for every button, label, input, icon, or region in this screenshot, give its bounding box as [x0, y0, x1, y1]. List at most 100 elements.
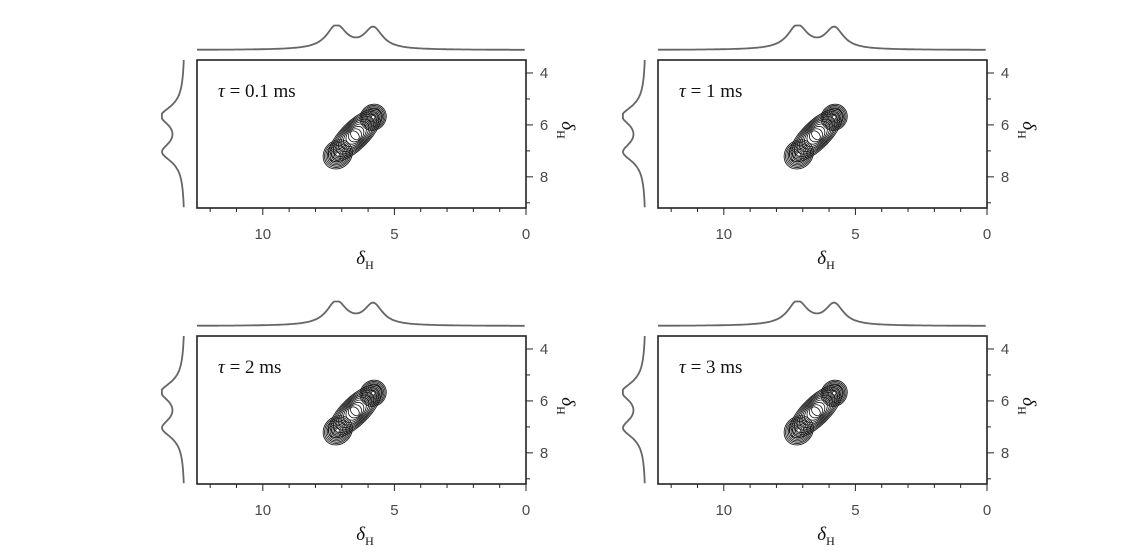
contour-lobe	[332, 425, 343, 436]
top-projection	[197, 24, 525, 51]
contour-lobe	[335, 151, 341, 157]
contour-lobe	[820, 103, 848, 131]
contour-lobe	[362, 106, 385, 129]
y-tick-label: 4	[540, 65, 548, 82]
contour-lobe	[368, 388, 378, 399]
contour-lobe	[831, 391, 837, 396]
contour-ridge	[350, 130, 360, 141]
contour-ridge	[350, 406, 360, 417]
contour-lobe	[367, 387, 380, 400]
contour-lobe	[831, 115, 837, 120]
contour-lobe	[365, 110, 381, 125]
contour-ridge	[808, 404, 823, 419]
x-tick-label: 5	[851, 502, 859, 519]
top-projection	[197, 300, 525, 327]
contour-lobe	[331, 147, 345, 161]
contour-ridge	[347, 128, 362, 143]
contour-lobe	[786, 142, 812, 167]
y-tick-label: 4	[1001, 65, 1009, 82]
contour-lobe	[783, 139, 814, 170]
contour-lobe	[369, 389, 377, 397]
contour-lobe	[830, 389, 838, 397]
x-axis-label: δH	[356, 524, 374, 548]
plot-frame	[657, 59, 988, 209]
contour-lobe	[793, 149, 804, 160]
contour-lobe	[821, 105, 847, 130]
contour-ridge	[811, 130, 821, 141]
contour-lobe	[828, 387, 841, 400]
contour-lobe	[830, 113, 838, 121]
contour-lobe	[324, 140, 352, 168]
x-axis-label: δH	[356, 248, 374, 272]
contour-lobe	[328, 144, 348, 164]
y-axis-label: δH	[1015, 121, 1039, 139]
contour-ridge	[791, 111, 841, 160]
x-tick-label: 10	[715, 226, 732, 243]
contour-lobe	[365, 386, 381, 401]
contour-lobe	[333, 150, 342, 159]
contour-lobe	[360, 381, 386, 406]
x-tick-label: 5	[390, 226, 398, 243]
contour-lobe	[829, 388, 839, 399]
cross-peak	[322, 379, 387, 446]
y-tick-label: 8	[1001, 445, 1009, 462]
top-projection	[658, 300, 986, 327]
contour-ridge	[804, 123, 828, 148]
contour-lobe	[824, 107, 844, 128]
contour-ridge	[808, 128, 823, 143]
contour-lobe	[826, 110, 842, 125]
contour-lobe	[370, 115, 376, 120]
contour-lobe	[367, 111, 380, 124]
contour-lobe	[363, 383, 383, 404]
y-axis-label: δH	[554, 397, 578, 415]
contour-ridge	[791, 387, 841, 436]
contour-lobe	[370, 391, 376, 396]
contour-lobe	[333, 426, 342, 435]
contour-lobe	[792, 147, 806, 161]
tau-annotation: τ = 0.1 ms	[218, 81, 296, 102]
contour-lobe	[364, 384, 382, 402]
contour-ridge	[327, 108, 382, 162]
contour-lobe	[828, 111, 841, 124]
x-tick-label: 10	[254, 502, 271, 519]
y-tick-label: 6	[540, 393, 548, 410]
contour-lobe	[326, 419, 349, 442]
contour-lobe	[783, 415, 814, 446]
y-tick-label: 4	[540, 341, 548, 358]
contour-lobe	[335, 427, 341, 433]
tau-annotation: τ = 3 ms	[679, 357, 742, 378]
y-tick-label: 8	[540, 445, 548, 462]
contour-lobe	[825, 384, 843, 402]
contour-lobe	[820, 379, 848, 407]
x-axis-label: δH	[817, 248, 835, 272]
contour-lobe	[326, 143, 349, 166]
plot-frame	[196, 59, 527, 209]
contour-lobe	[787, 143, 810, 166]
contour-ridge	[788, 108, 843, 162]
x-axis-label: δH	[817, 524, 835, 548]
contour-lobe	[796, 151, 802, 157]
contour-lobe	[787, 419, 810, 442]
contour-lobe	[332, 149, 343, 160]
contour-ridge	[343, 123, 367, 148]
contour-lobe	[785, 416, 813, 444]
contour-lobe	[794, 426, 803, 435]
contour-ridge	[811, 406, 821, 417]
contour-lobe	[789, 420, 809, 440]
plot-frame	[196, 335, 527, 485]
cross-peak	[783, 379, 848, 446]
tau-annotation: τ = 1 ms	[679, 81, 742, 102]
contour-lobe	[325, 142, 351, 167]
contour-ridge	[804, 399, 828, 424]
contour-lobe	[790, 146, 807, 163]
contour-lobe	[793, 425, 804, 436]
contour-ridge	[788, 384, 843, 438]
contour-lobe	[794, 150, 803, 159]
contour-lobe	[363, 107, 383, 128]
contour-lobe	[329, 146, 346, 163]
contour-lobe	[324, 416, 352, 444]
contour-lobe	[364, 108, 382, 126]
